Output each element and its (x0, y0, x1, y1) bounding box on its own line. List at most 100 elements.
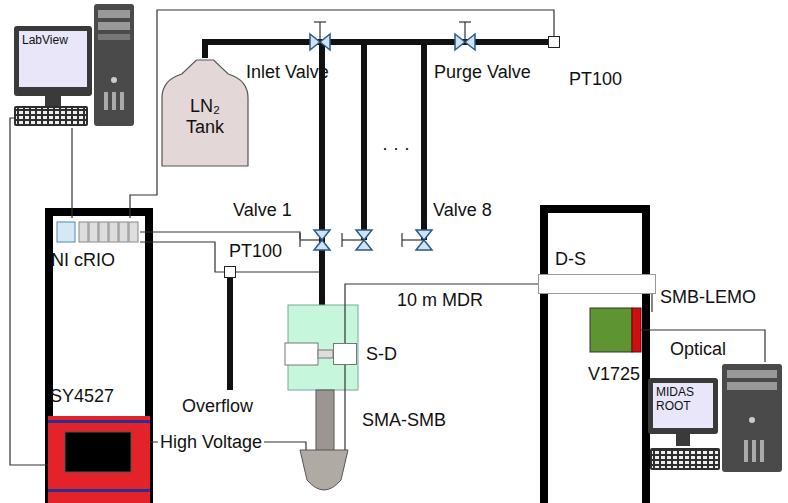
part-label: SMB-LEMO (660, 287, 756, 308)
part-label: · · · (382, 138, 410, 159)
valve-actuators (342, 239, 364, 240)
signal-cable (10, 118, 48, 465)
hv-supply-shape (48, 420, 150, 423)
node-label: MIDAS ROOT (656, 386, 710, 414)
signal-cable (140, 242, 224, 272)
computer-screen: LabView (14, 4, 134, 128)
node-label: PT100 (569, 69, 622, 90)
ln2-pipes (227, 278, 233, 390)
labview-computer (14, 26, 92, 96)
cryostat-stem (316, 390, 334, 452)
digitizer-module-shape (590, 308, 632, 352)
hv-supply-shape (65, 432, 131, 472)
node-label: LN₂ Tank (175, 96, 235, 137)
feedthrough-box: S-D (333, 343, 357, 365)
part-label: High Voltage (158, 432, 264, 453)
daq-controller: NI cRIO (55, 218, 140, 246)
digitizer-module-shape (632, 308, 641, 352)
midas-computer (752, 440, 756, 462)
valve-actuators (299, 233, 300, 247)
node-label: S-D (366, 344, 397, 365)
ln2-pipe (205, 42, 548, 58)
daq-controller-shape (109, 222, 118, 242)
labview-computer (98, 10, 130, 18)
part-label: Valve 1 (233, 200, 292, 221)
labview-computer (98, 22, 130, 30)
midas-computer (749, 417, 755, 423)
part-label: Valve 8 (433, 200, 492, 221)
midas-computer (727, 382, 777, 390)
valve-actuators (402, 239, 424, 240)
temperature-sensor: PT100 (224, 266, 236, 278)
sma-smb-cable (344, 365, 345, 450)
node-label: SY4527 (50, 386, 114, 407)
ln2-pipes (361, 42, 367, 240)
valve-actuators (401, 233, 402, 247)
valve-actuators (464, 22, 465, 42)
cable-label: Optical (668, 339, 728, 360)
signal-cable (71, 128, 72, 218)
ln2-pipes (421, 42, 427, 240)
valve-actuators (459, 21, 471, 22)
midas-computer (760, 440, 764, 462)
labview-computer (112, 92, 116, 110)
node-label: PT100 (229, 241, 282, 262)
hv-supply-shape (48, 489, 150, 492)
valve-actuators (341, 233, 342, 247)
feedthrough-bar: D-S (538, 274, 656, 294)
node-label: NI cRIO (51, 250, 115, 271)
midas-computer (648, 378, 718, 434)
control-wires (651, 294, 652, 312)
hv-supply-shape (48, 416, 150, 503)
labview-computer (45, 96, 61, 106)
part-label: Purge Valve (434, 62, 506, 83)
hv-supply: SY4527 (48, 416, 150, 503)
labview-computer (104, 92, 108, 110)
computer-screen: MIDAS ROOT (648, 362, 783, 472)
valve-actuators (314, 21, 326, 22)
midas-computer (744, 440, 748, 462)
midas-computer (653, 383, 713, 428)
daq-controller-shape (129, 222, 138, 242)
control-wires (140, 232, 652, 456)
hv-supply-shape (48, 416, 150, 503)
midas-computer (676, 434, 690, 446)
midas-computer (652, 450, 718, 468)
valve-actuators (319, 22, 320, 42)
part-label: Inlet Valve (246, 62, 318, 83)
part-label: Overflow (182, 396, 253, 417)
daq-controller-shape (57, 222, 75, 242)
detector-dewar (300, 450, 348, 490)
labview-computer (14, 4, 134, 126)
daq-controller-shape (55, 218, 140, 246)
midas-computer (722, 364, 782, 472)
signal-cable (130, 10, 554, 218)
valve-actuators (300, 239, 322, 240)
daq-controller-shape (79, 222, 88, 242)
midas-computer (727, 370, 777, 378)
dewar-tank: LN₂ Tank (162, 58, 248, 166)
digitizer-module: V1725 (590, 308, 641, 352)
labview-computer (98, 34, 130, 40)
labview-computer (120, 92, 124, 110)
labview-computer (16, 108, 86, 124)
node-label: V1725 (588, 364, 640, 385)
daq-controller-shape (99, 222, 108, 242)
control-wires (140, 232, 300, 239)
midas-computer (650, 448, 720, 470)
dewar-tank-shape (162, 60, 248, 166)
ln2-pipes (230, 42, 424, 390)
node-label: D-S (555, 249, 586, 270)
daq-controller-shape (119, 222, 128, 242)
part-label: SMA-SMB (362, 410, 446, 431)
feedthrough-left (285, 343, 318, 365)
right-rack (544, 209, 646, 503)
ln2-pipes (319, 42, 325, 306)
feedthrough-rod (318, 350, 333, 358)
cable-label: 10 m MDR (395, 290, 485, 311)
labview-computer (94, 4, 134, 126)
signal-cable (641, 330, 765, 362)
labview-computer (19, 31, 87, 87)
labview-computer (111, 77, 117, 83)
